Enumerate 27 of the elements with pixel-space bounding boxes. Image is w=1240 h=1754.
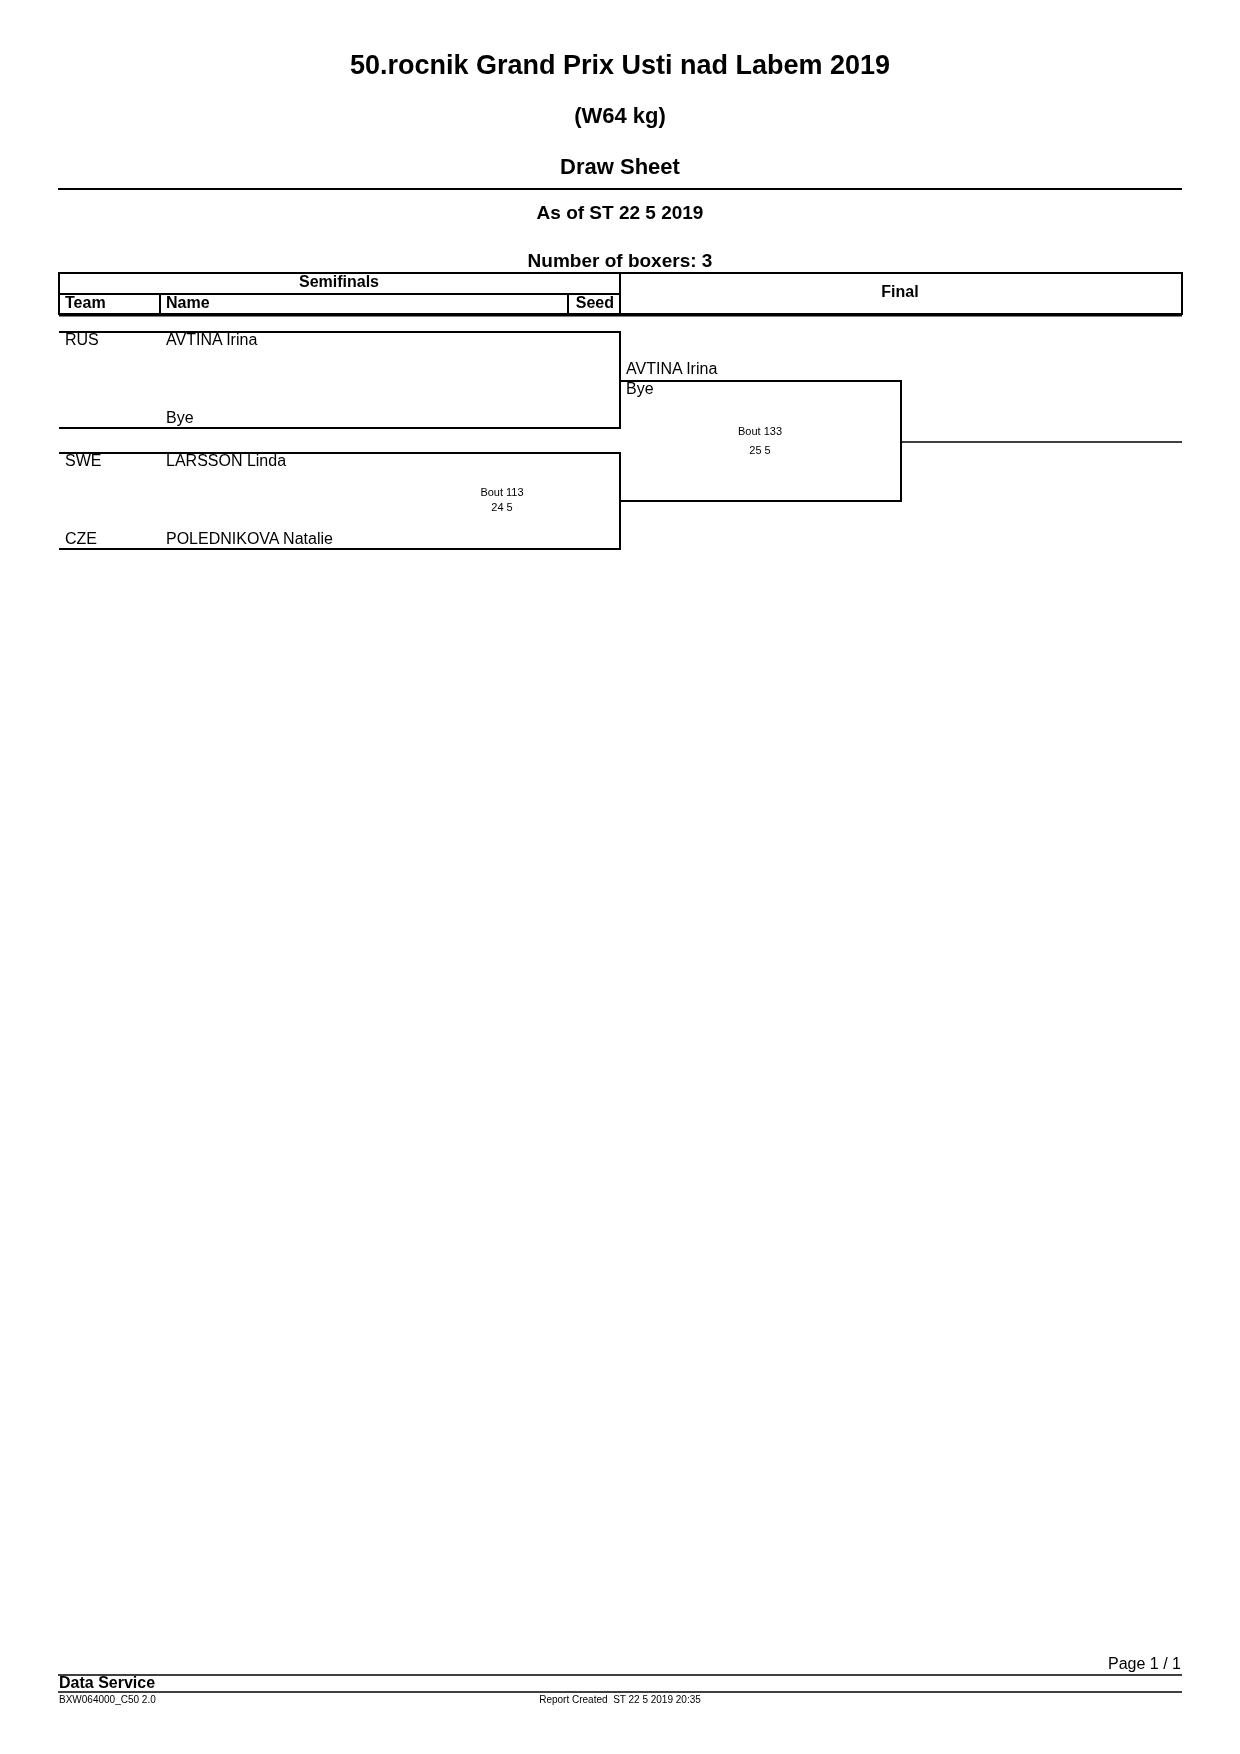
bout-number: Bout 113 xyxy=(480,486,524,498)
column-header: Team xyxy=(65,295,106,312)
date-heading: As of ST 22 5 2019 xyxy=(536,202,704,222)
column-header: Name xyxy=(166,295,210,312)
boxer-name: POLEDNIKOVA Natalie xyxy=(166,531,333,548)
boxer-count: Number of boxers: 3 xyxy=(527,250,713,270)
column-header: Final xyxy=(881,284,919,301)
boxer-name: AVTINA Irina xyxy=(166,332,258,349)
title: 50.rocnik Grand Prix Usti nad Labem 2019 xyxy=(349,52,891,79)
bout-number: Bout 133 xyxy=(738,425,782,437)
report-code: BXW064000_C50 2.0 xyxy=(59,1694,156,1705)
subtitle: Draw Sheet xyxy=(560,155,680,178)
column-header: Seed xyxy=(575,295,614,312)
team-code: CZE xyxy=(65,531,97,548)
report-timestamp: Report Created ST 22 5 2019 20:35 xyxy=(539,1694,701,1705)
bout-date: 25 5 xyxy=(749,444,771,456)
column-header: Semifinals xyxy=(299,274,379,291)
boxer-name: Bye xyxy=(626,381,654,398)
footer-text: Data Service xyxy=(59,1675,156,1692)
team-code: SWE xyxy=(65,453,102,470)
boxer-name: LARSSON Linda xyxy=(166,453,287,470)
team-code: RUS xyxy=(65,332,99,349)
boxer-name: AVTINA Irina xyxy=(626,361,718,378)
subtitle: (W64 kg) xyxy=(574,104,666,127)
boxer-name: Bye xyxy=(166,410,194,427)
page-number: Page 1 / 1 xyxy=(1108,1656,1181,1673)
bout-date: 24 5 xyxy=(491,501,513,513)
